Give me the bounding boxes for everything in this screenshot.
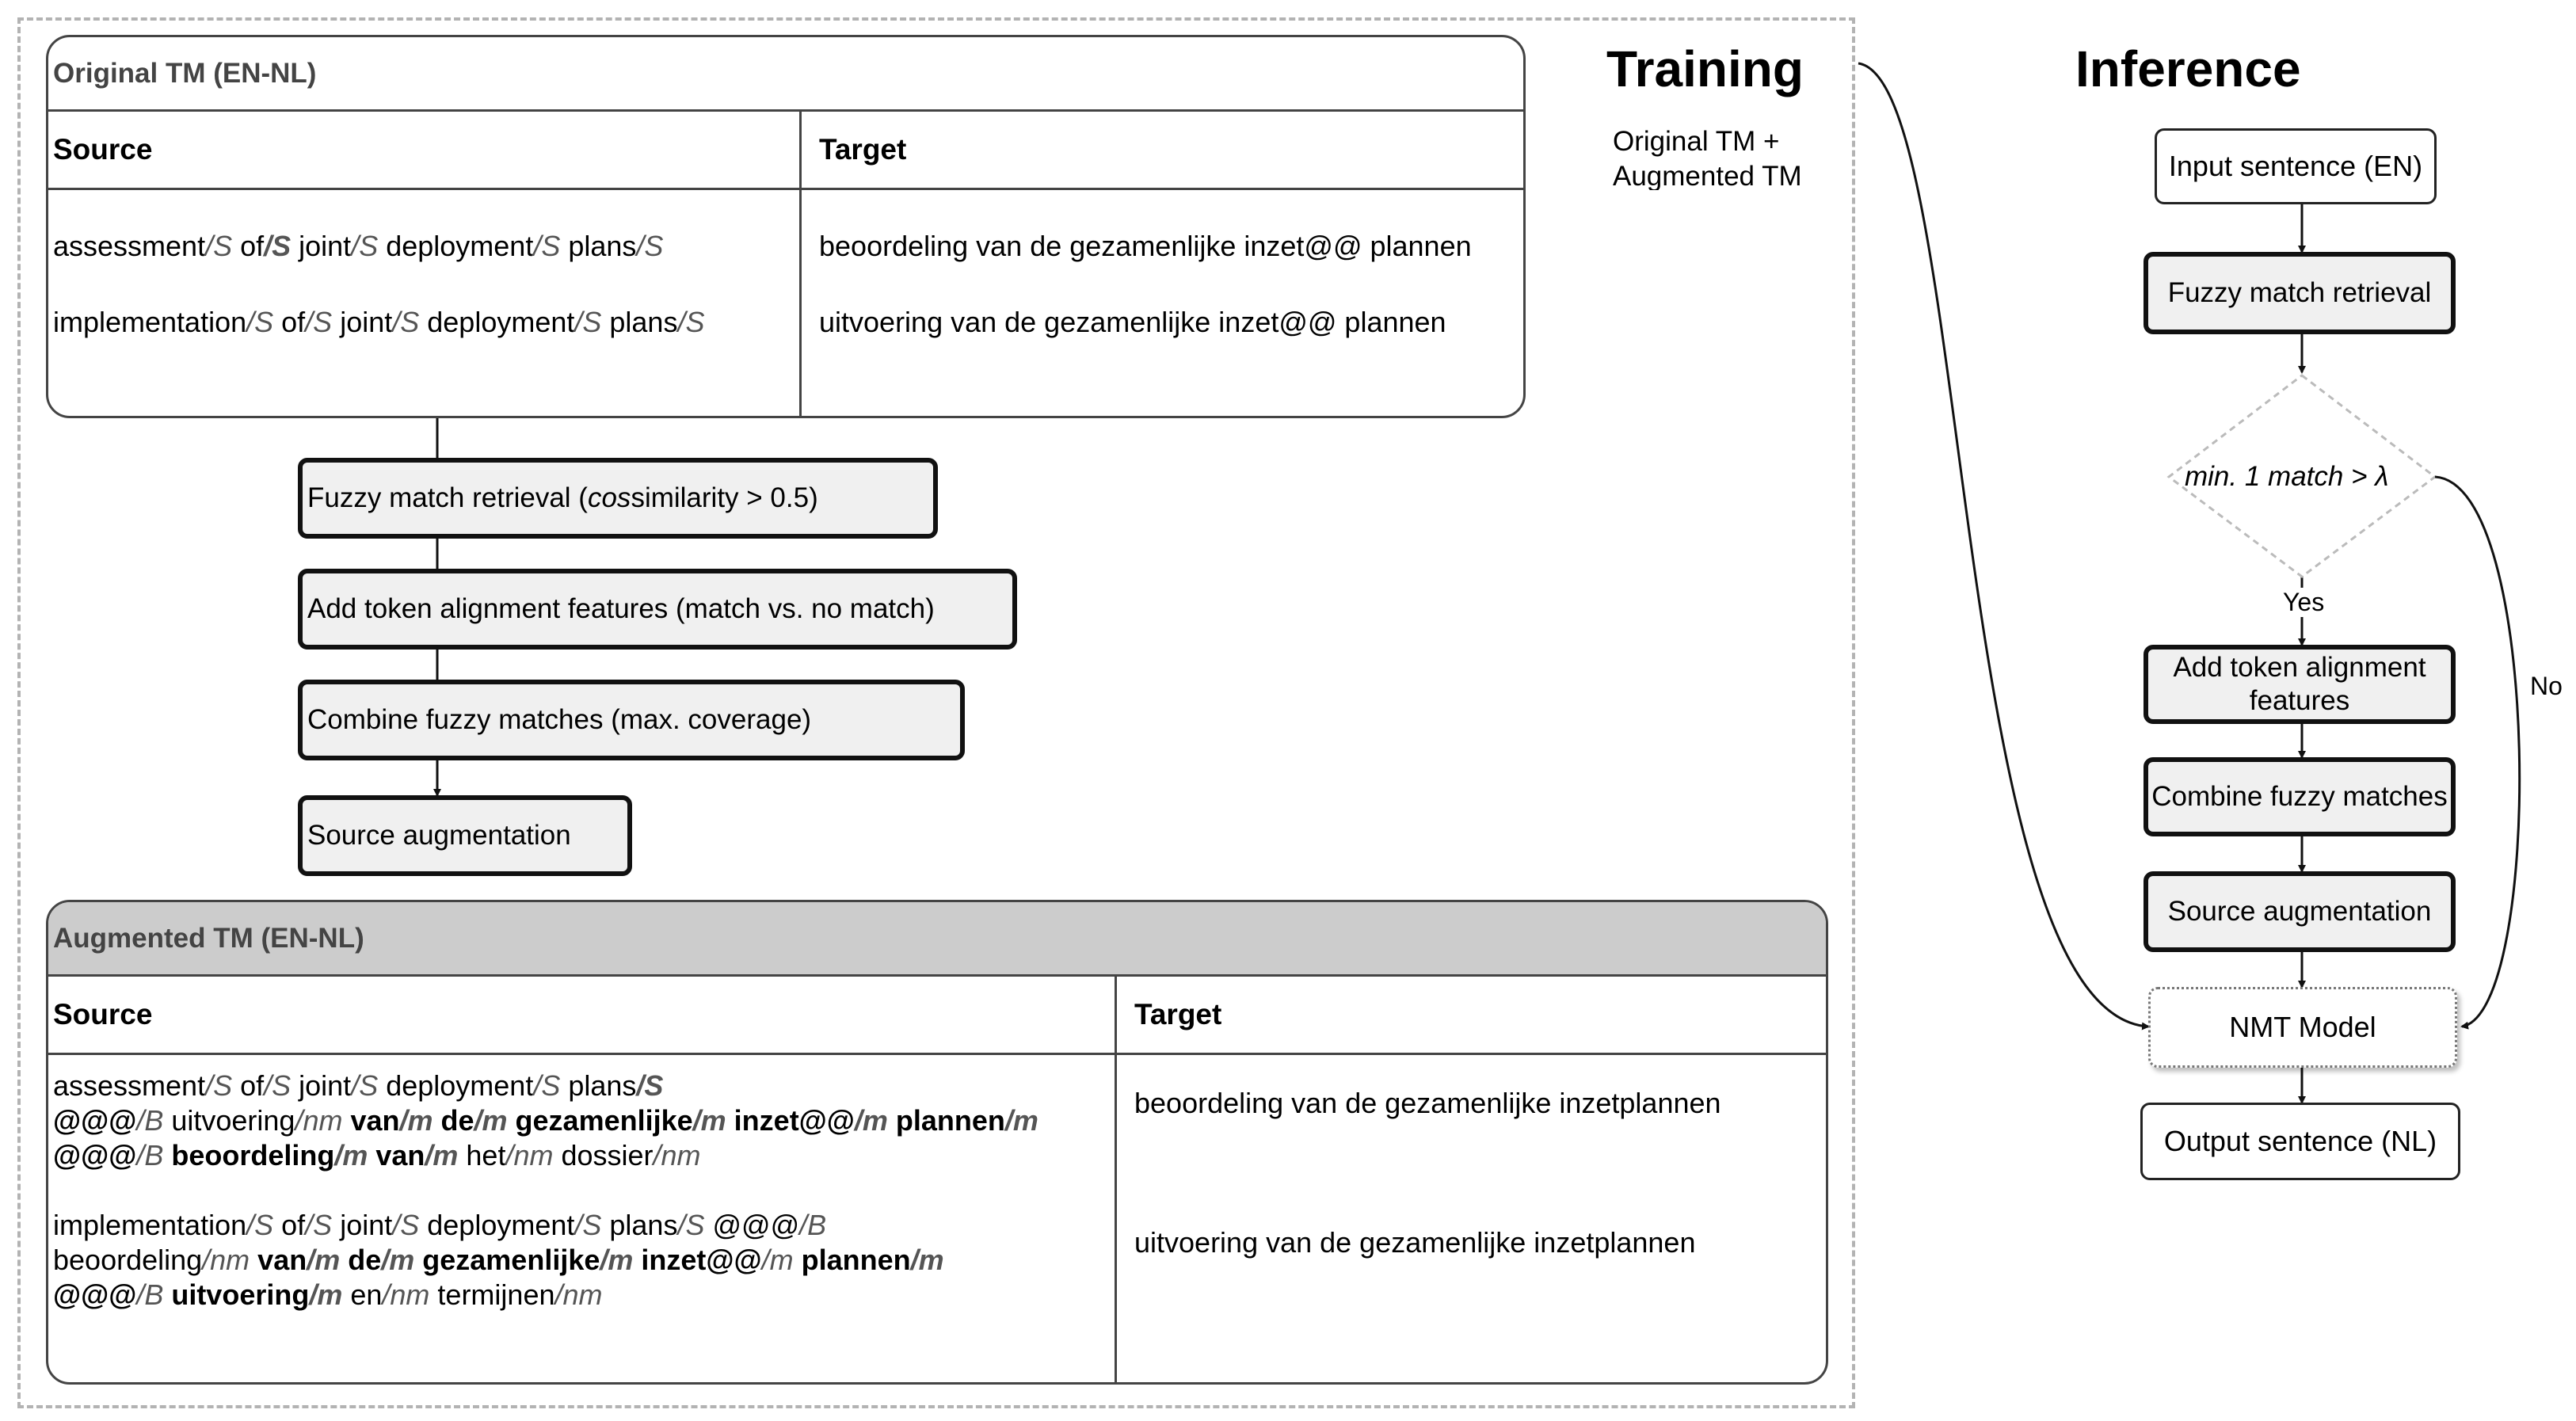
augmented-tm-column-rule bbox=[1115, 977, 1117, 1382]
training-fuzzy-match-step: Fuzzy match retrieval (cos similarity > … bbox=[298, 458, 938, 539]
training-title: Training bbox=[1606, 40, 1804, 97]
source-line: @@@/B uitvoering/nm van/m de/m gezamenli… bbox=[53, 1104, 1038, 1137]
original-tm-column-rule bbox=[799, 112, 802, 416]
original-tm-source-1: assessment/S of/S joint/S deployment/S p… bbox=[53, 230, 664, 262]
augmented-tm-header-rule bbox=[48, 1053, 1826, 1055]
training-augmentation-step: Source augmentation bbox=[298, 795, 632, 876]
inference-title: Inference bbox=[2075, 40, 2301, 97]
input-sentence-box: Input sentence (EN) bbox=[2155, 128, 2437, 204]
augmented-tm-target-header: Target bbox=[1134, 998, 1222, 1031]
decision-label: min. 1 match > λ bbox=[2185, 461, 2389, 492]
original-tm-target-1: beoordeling van de gezamenlijke inzet@@ … bbox=[819, 230, 1472, 262]
output-sentence-box: Output sentence (NL) bbox=[2140, 1103, 2460, 1180]
inference-fuzzy-match-step: Fuzzy match retrieval bbox=[2143, 252, 2456, 334]
training-combine-step: Combine fuzzy matches (max. coverage) bbox=[298, 680, 965, 760]
training-alignment-step: Add token alignment features (match vs. … bbox=[298, 569, 1017, 650]
training-frame bbox=[17, 17, 1855, 1408]
original-tm-source-2: implementation/S of/S joint/S deployment… bbox=[53, 306, 705, 338]
nmt-model-box: NMT Model bbox=[2148, 987, 2457, 1068]
original-tm-header-rule bbox=[48, 188, 1523, 190]
decision-diamond bbox=[2166, 374, 2437, 578]
original-tm-table: Original TM (EN-NL) Source Target assess… bbox=[46, 35, 1526, 418]
source-line: beoordeling/nm van/m de/m gezamenlijke/m… bbox=[53, 1244, 944, 1276]
augmented-tm-target-1: beoordeling van de gezamenlijke inzetpla… bbox=[1134, 1087, 1721, 1119]
inference-augmentation-step: Source augmentation bbox=[2143, 871, 2456, 952]
source-line: assessment/S of/S joint/S deployment/S p… bbox=[53, 1069, 664, 1102]
inference-alignment-step: Add token alignment features bbox=[2143, 645, 2456, 724]
augmented-tm-title: Augmented TM (EN-NL) bbox=[48, 902, 1826, 977]
augmented-tm-source-2: implementation/S of/S joint/S deployment… bbox=[53, 1208, 944, 1312]
no-label: No bbox=[2530, 672, 2563, 701]
original-tm-source-header: Source bbox=[53, 133, 153, 166]
original-tm-title: Original TM (EN-NL) bbox=[48, 37, 1523, 112]
augmented-tm-table: Augmented TM (EN-NL) Source Target asses… bbox=[46, 900, 1828, 1385]
source-line: @@@/B uitvoering/m en/nm termijnen/nm bbox=[53, 1278, 603, 1311]
yes-label: Yes bbox=[2283, 588, 2325, 617]
augmented-tm-source-header: Source bbox=[53, 998, 153, 1031]
inference-combine-step: Combine fuzzy matches bbox=[2143, 757, 2456, 836]
original-tm-target-2: uitvoering van de gezamenlijke inzet@@ p… bbox=[819, 306, 1446, 338]
original-tm-target-header: Target bbox=[819, 133, 907, 166]
training-note-line2: Augmented TM bbox=[1613, 161, 1802, 190]
source-line: @@@/B beoordeling/m van/m het/nm dossier… bbox=[53, 1139, 701, 1171]
source-line: implementation/S of/S joint/S deployment… bbox=[53, 1209, 827, 1241]
training-to-model-path bbox=[1858, 62, 2150, 1031]
no-path bbox=[2434, 475, 2521, 1030]
training-note-line1: Original TM + bbox=[1613, 126, 1780, 157]
augmented-tm-target-2: uitvoering van de gezamenlijke inzetplan… bbox=[1134, 1226, 1696, 1259]
augmented-tm-source-1: assessment/S of/S joint/S deployment/S p… bbox=[53, 1069, 1038, 1173]
